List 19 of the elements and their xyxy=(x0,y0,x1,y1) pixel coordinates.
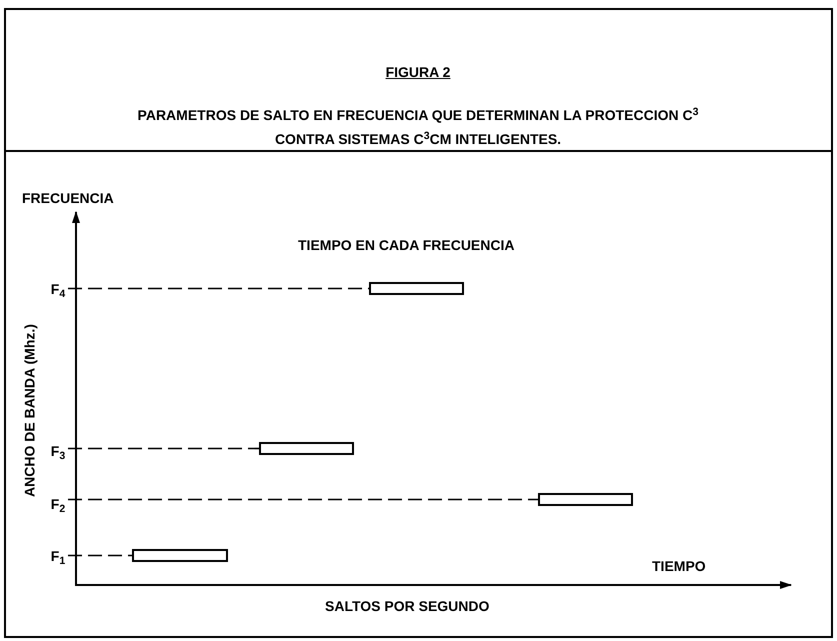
dashed-leader-line xyxy=(68,554,132,556)
axis-label: TIEMPO xyxy=(652,557,706,576)
dashed-leader-line xyxy=(68,288,369,290)
figure-title: FIGURA 2 xyxy=(384,63,452,82)
axis-label: SALTOS POR SEGUNDO xyxy=(325,597,490,616)
frequency-dwell-bar xyxy=(538,493,633,506)
frequency-dwell-bar xyxy=(369,282,464,295)
dashed-leader-line xyxy=(68,448,259,450)
dashed-leader-line xyxy=(68,498,538,500)
frequency-dwell-bar xyxy=(132,549,228,562)
axis-label: TIEMPO EN CADA FRECUENCIA xyxy=(298,236,514,255)
frequency-tick-label: F$_{1}$ xyxy=(48,545,68,567)
axis-label: ANCHO DE BANDA (Mhz.) xyxy=(20,323,38,499)
axis-label: FRECUENCIA xyxy=(22,189,114,208)
frequency-tick-label: F$_{2}$ xyxy=(48,493,68,515)
frequency-tick-label: F$_{4}$ xyxy=(48,278,68,300)
frequency-dwell-bar xyxy=(259,442,354,455)
figure-caption: PARAMETROS DE SALTO EN FRECUENCIA QUE DETERMINAN LA PROTECCION C$^{3}$ CONTRA SISTEMAS C$^{3}$CM INTELIGENTES. xyxy=(136,104,700,149)
frequency-tick-label: F$_{3}$ xyxy=(48,440,68,462)
